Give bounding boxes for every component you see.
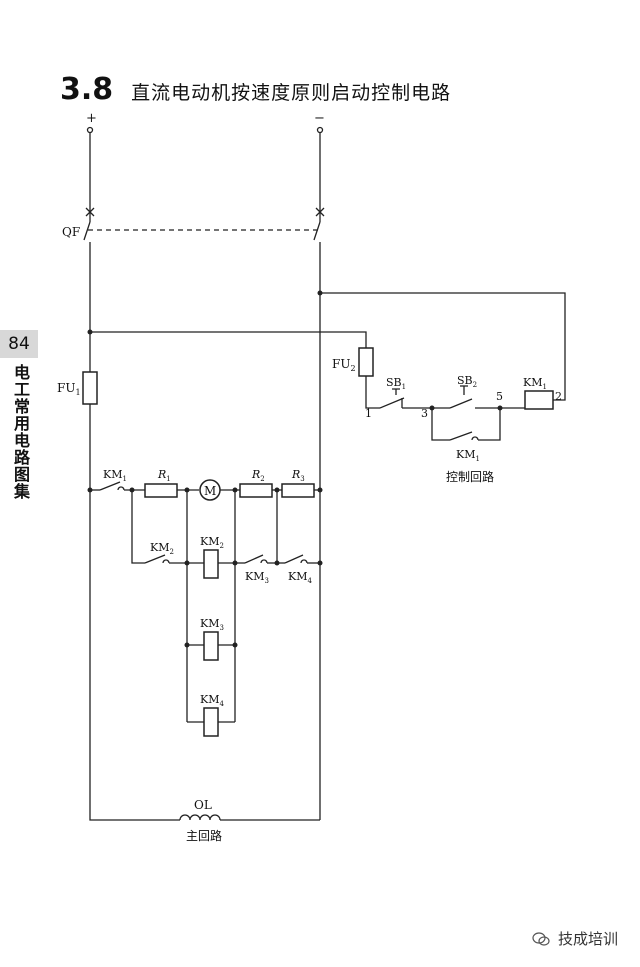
control-circuit-label: 控制回路 — [446, 469, 494, 484]
stop-button-sb1 — [379, 388, 432, 409]
breaker-qf — [83, 133, 325, 250]
side-tab: 84 电工常用电路图集 — [0, 330, 40, 500]
km3-contact-label: KM3 — [245, 570, 269, 585]
coil-km4-label: KM4 — [200, 693, 224, 708]
contact-km2 — [131, 490, 187, 564]
contact-km1-main — [90, 481, 145, 491]
km4-contact-label: KM4 — [288, 570, 312, 585]
watermark-text: 技成培训 — [557, 930, 618, 948]
page-number: 84 — [0, 330, 38, 358]
node-1-label: 1 — [365, 407, 372, 420]
control-return-wire — [320, 292, 566, 401]
book-title: 电工常用电路图集 — [11, 364, 30, 500]
coil-km2 — [187, 549, 235, 579]
r2-label: R2 — [251, 468, 265, 483]
coil-km3-label: KM3 — [200, 617, 224, 632]
positive-terminal — [86, 126, 94, 134]
watermark: 技成培训 — [532, 928, 618, 949]
breaker-label: QF — [62, 225, 80, 239]
coil-km1-label: KM1 — [523, 376, 547, 391]
sb2-label: SB2 — [457, 374, 477, 389]
positive-label: + — [86, 111, 97, 126]
km1-hold-label: KM1 — [456, 448, 480, 463]
km2-contact-label: KM2 — [150, 541, 174, 556]
node-3-label: 3 — [421, 407, 428, 420]
km1-main-label: KM1 — [103, 468, 127, 483]
contact-km3 — [235, 554, 277, 564]
fuse-fu2 — [358, 347, 374, 377]
coil-km3 — [187, 631, 235, 661]
fu2-label: FU2 — [332, 357, 356, 373]
holding-contact-km1 — [431, 408, 501, 441]
start-button-sb2 — [432, 385, 500, 409]
node-5-label: 5 — [496, 390, 503, 403]
r3-label: R3 — [291, 468, 305, 483]
section-number: 3.8 — [60, 72, 114, 107]
bottom-wire-left — [89, 490, 180, 821]
r1-label: R1 — [157, 468, 171, 483]
ol-label: OL — [194, 798, 212, 812]
section-title: 直流电动机按速度原则启动控制电路 — [131, 82, 452, 104]
title-bar: 3.8 直流电动机按速度原则启动控制电路 — [60, 72, 451, 107]
resistor-r3 — [281, 483, 315, 498]
motor-symbol: M — [204, 484, 216, 498]
main-circuit-label: 主回路 — [186, 828, 222, 843]
contact-km4 — [277, 554, 320, 564]
overload-ol — [179, 814, 221, 821]
control-wire — [365, 376, 380, 409]
node-2-label: 2 — [555, 390, 562, 403]
resistor-r2 — [239, 483, 273, 498]
coil-km1 — [524, 390, 554, 410]
coil-km4 — [187, 707, 235, 737]
coil-km2-label: KM2 — [200, 535, 224, 550]
sb1-label: SB1 — [386, 376, 406, 391]
negative-terminal — [316, 126, 324, 134]
fu1-label: FU1 — [57, 381, 81, 397]
resistor-r1 — [144, 483, 178, 498]
fuse-fu1 — [82, 371, 98, 405]
negative-label: − — [314, 111, 325, 126]
wechat-icon — [532, 931, 550, 946]
control-feed-wire — [90, 331, 367, 348]
